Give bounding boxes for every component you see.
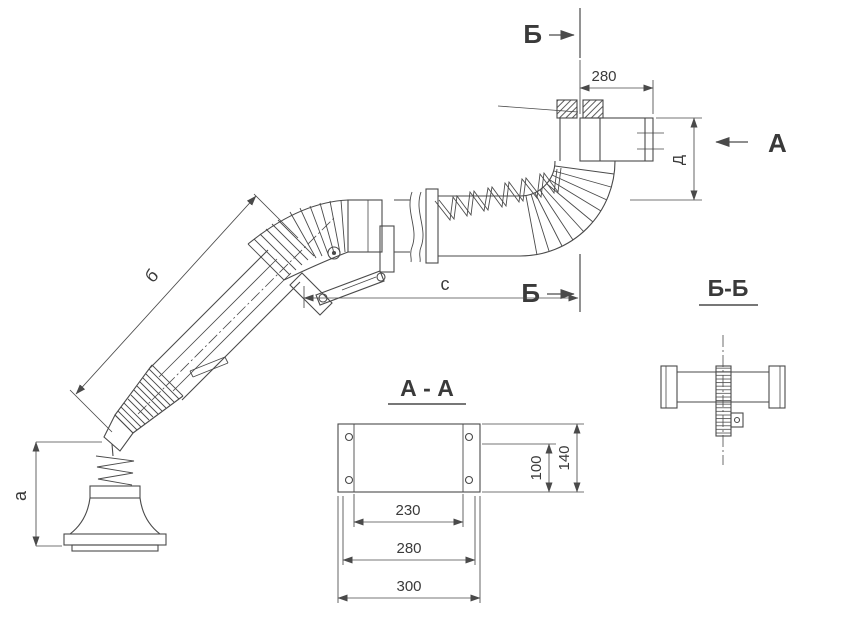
lower-link-plate	[289, 272, 333, 316]
lower-corrugated-hose	[114, 364, 184, 434]
base-bell	[69, 497, 161, 535]
arm-centerline	[137, 215, 337, 415]
aa-ext-lines-280	[342, 496, 476, 565]
dimension-d: Д	[630, 117, 702, 201]
outlet-duct	[497, 99, 664, 162]
aa-dim-text-140: 140	[556, 445, 573, 470]
break-symbol	[409, 191, 424, 263]
bb-flange-left	[660, 365, 678, 409]
aa-bolt-hole-br	[464, 475, 474, 485]
bb-flange-right	[768, 365, 786, 409]
aa-opening-walls	[353, 424, 464, 492]
duct-stub-edges	[394, 199, 410, 253]
upper-corrugated-bend	[247, 199, 349, 281]
elbow-corrugation-lines	[525, 165, 615, 256]
bend-outline	[247, 199, 349, 281]
spring-zigzag	[434, 168, 558, 222]
gas-spring-rod	[341, 276, 377, 291]
dimension-280-outlet: 280	[579, 60, 654, 114]
bb-flange-inner-lines	[665, 366, 781, 408]
nozzle-body	[103, 414, 134, 452]
break-line-left	[409, 191, 415, 263]
hinge-pin	[327, 246, 341, 260]
dim-text-280-outlet: 280	[591, 68, 616, 85]
link-pivot-right	[376, 272, 386, 282]
aa-ext-lines-right	[482, 423, 584, 493]
dim-text-a: а	[10, 490, 30, 501]
ext-lines-d	[630, 117, 702, 201]
break-line-right	[418, 191, 424, 263]
hinge-pin-center	[331, 250, 337, 256]
ext-lines-a	[36, 441, 102, 547]
dimension-a-base: а	[10, 441, 102, 547]
tube-surface-lines	[158, 258, 292, 392]
bb-nut-dot	[733, 416, 741, 424]
bend-corrugation-lines	[247, 199, 346, 281]
main-dimensions: 280 Д б с а	[10, 60, 702, 547]
nozzle-tip	[111, 443, 114, 457]
aa-bolt-hole-bl	[344, 475, 354, 485]
view-label-a: А	[768, 128, 787, 158]
aa-dim-text-230: 230	[395, 502, 420, 519]
hose-outline	[114, 364, 184, 434]
annotations: Б Б А	[521, 8, 787, 312]
section-mark-b-bottom: Б	[521, 254, 581, 312]
aa-mounting-plate	[337, 423, 481, 493]
base-collar	[89, 485, 141, 499]
tension-spring	[434, 167, 562, 222]
outlet-body	[579, 117, 654, 162]
aa-dimensions: 100 140 230 280 300	[337, 423, 584, 603]
tube-edges	[149, 249, 301, 401]
section-view-bb: Б-Б	[660, 275, 786, 465]
aa-dim-text-100: 100	[528, 455, 545, 480]
dimension-b-arm: б	[69, 193, 299, 433]
riser-sides	[559, 118, 601, 161]
dim-text-d: Д	[670, 155, 687, 165]
aa-dim-text-300: 300	[396, 578, 421, 595]
leader-line	[497, 105, 579, 113]
dimension-c: с	[303, 274, 579, 308]
dim-text-b: б	[141, 265, 163, 286]
diagonal-arm-tube	[137, 215, 337, 415]
hinge-joint	[289, 199, 410, 316]
corrugation-lines	[114, 364, 184, 434]
duct-left-flange	[425, 188, 439, 264]
corrugated-elbow	[519, 118, 616, 257]
joint-housing	[347, 199, 383, 253]
bb-threaded-rod	[715, 365, 732, 437]
aa-bolt-hole-tl	[344, 432, 354, 442]
base-plate	[71, 544, 159, 552]
dim-text-c: с	[441, 274, 450, 294]
view-mark-a: А	[715, 128, 787, 158]
ext-lines-b	[69, 193, 299, 433]
base-pedestal	[63, 455, 167, 552]
section-bb-title: Б-Б	[708, 275, 749, 301]
aa-bolt-hole-tr	[464, 432, 474, 442]
section-aa-title: А - А	[400, 375, 454, 401]
duct-edges	[438, 195, 520, 257]
dim-line-b	[75, 195, 257, 395]
section-mark-b-top: Б	[523, 8, 581, 58]
horizontal-duct	[425, 188, 520, 264]
bb-clamp-nut	[730, 412, 744, 428]
section-label-b-top: Б	[523, 19, 542, 49]
main-view	[63, 99, 664, 552]
outlet-bolt-marks	[637, 132, 664, 150]
base-spring-coil	[95, 455, 135, 486]
joint-bracket	[379, 225, 395, 273]
clamp-flange-right	[582, 99, 604, 119]
gas-spring-cylinder	[315, 270, 385, 306]
aa-dim-text-280: 280	[396, 540, 421, 557]
elbow-arcs	[519, 160, 616, 257]
clamp-flange-left	[556, 99, 578, 119]
base-flange	[63, 533, 167, 546]
section-view-aa: А - А 100 140 230 280 300	[337, 375, 584, 603]
section-label-b-bottom: Б	[521, 278, 540, 308]
aa-ext-lines-300	[337, 496, 481, 603]
